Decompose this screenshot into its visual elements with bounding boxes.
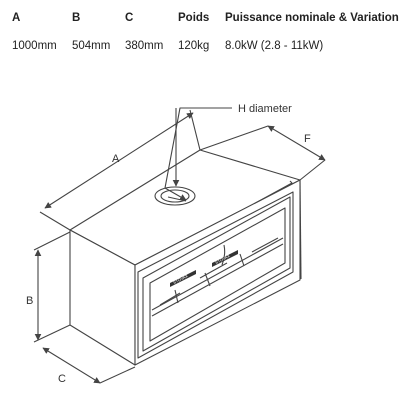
header-power: Puissance nominale & Variation [225,12,399,24]
label-c: C [58,373,66,385]
dimension-h-leader [164,107,232,201]
logo-badge-right: STOVAX [212,250,238,267]
value-power: 8.0kW (2.8 - 11kW) [225,40,324,52]
spec-table: A B C Poids Puissance nominale & Variati… [0,0,400,52]
spec-header-row: A B C Poids Puissance nominale & Variati… [0,0,400,26]
dimension-f [199,125,326,181]
header-b: B [72,12,81,24]
label-b: B [26,295,33,307]
value-c: 380mm [125,40,164,52]
dimension-a [39,109,201,231]
flue-opening [154,186,196,206]
stove-dimension-diagram: STOVAX STOVAX H diameter A B C F [26,103,326,385]
header-c: C [125,12,134,24]
header-weight: Poids [178,12,210,24]
value-b: 504mm [72,40,111,52]
dimension-b [33,231,71,343]
dimension-c [42,347,136,384]
header-a: A [12,12,21,24]
value-weight: 120kg [178,40,210,52]
label-f: F [304,133,311,145]
value-a: 1000mm [12,40,57,52]
label-a: A [112,153,120,165]
logo-text-left: STOVAX [172,273,189,285]
spec-value-row: 1000mm 504mm 380mm 120kg 8.0kW (2.8 - 11… [0,26,400,52]
glass-door [142,196,291,352]
logo-text-right: STOVAX [214,253,231,265]
logo-badge-left: STOVAX [170,270,196,287]
label-h-diameter: H diameter [238,103,292,115]
